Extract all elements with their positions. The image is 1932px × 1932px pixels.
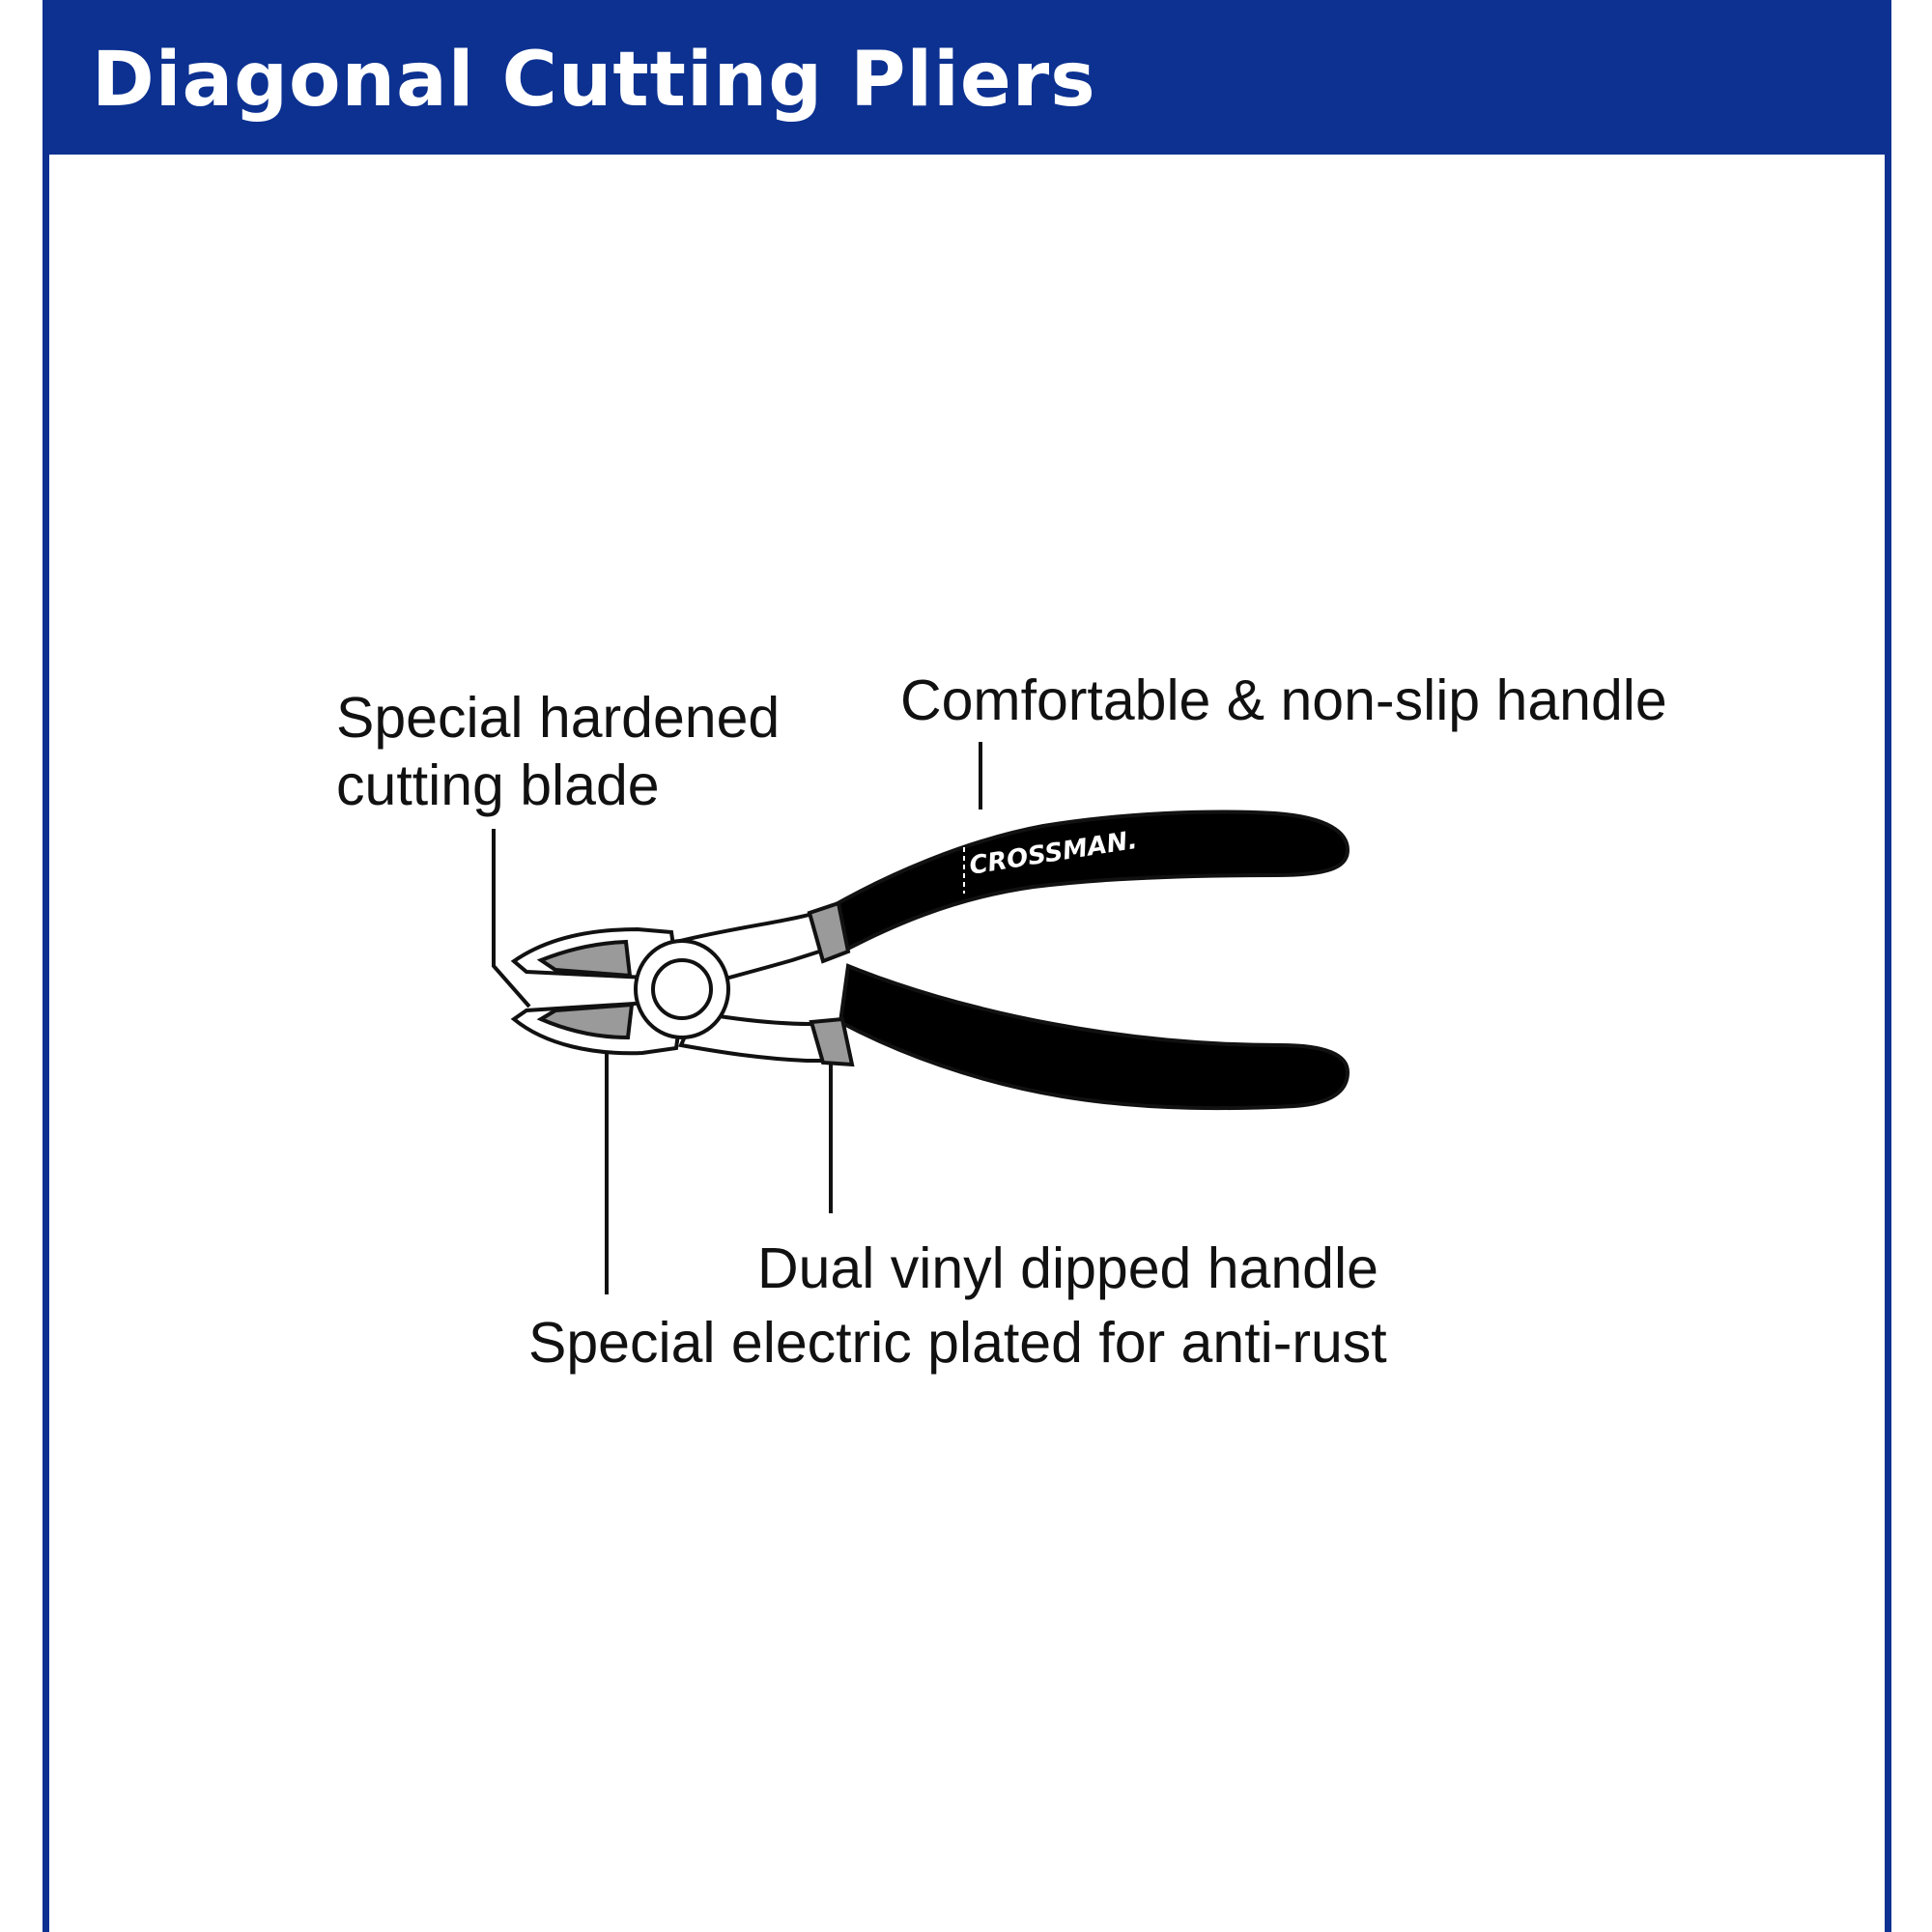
page-title: Diagonal Cutting Pliers — [92, 37, 1096, 124]
callout-blade: Special hardened cutting blade — [336, 684, 780, 819]
lower-grip-band — [809, 1016, 855, 1067]
leader-blade — [492, 829, 531, 1009]
lower-blade — [536, 1002, 635, 1040]
header-bar — [43, 0, 1891, 155]
callout-blade-line1: Special hardened — [336, 686, 781, 750]
callout-anti-rust: Special electric plated for anti-rust — [528, 1311, 1387, 1375]
content-frame — [43, 0, 1891, 1932]
pivot-rivet — [651, 958, 713, 1020]
upper-blade — [536, 939, 633, 979]
upper-grip — [830, 810, 1350, 954]
callout-comfort-handle: Comfortable & non-slip handle — [900, 668, 1667, 732]
callout-blade-line2: cutting blade — [336, 753, 660, 817]
lower-grip — [838, 963, 1350, 1111]
callout-vinyl-handle: Dual vinyl dipped handle — [757, 1236, 1378, 1300]
upper-grip-band — [807, 900, 851, 964]
